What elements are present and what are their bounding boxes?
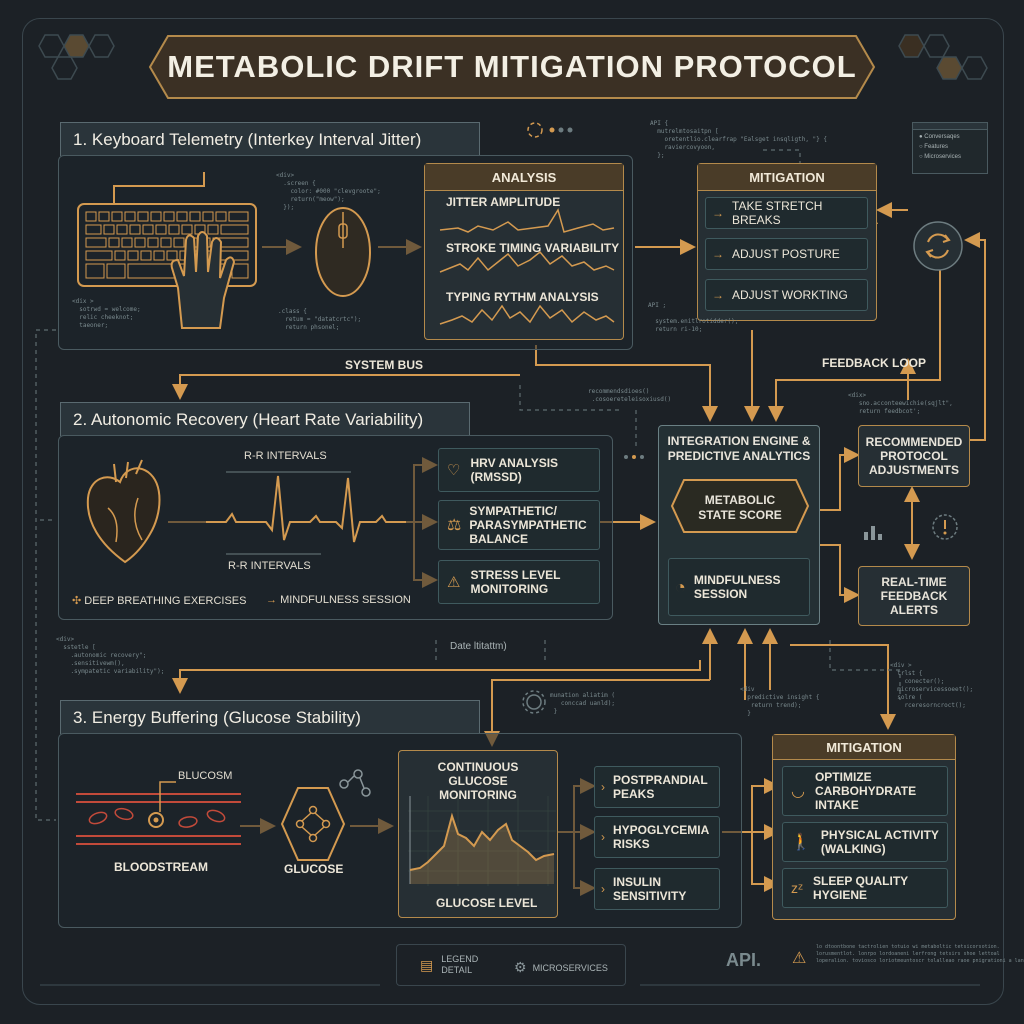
alert-circle-icon bbox=[932, 514, 958, 540]
code-snippet: <div> sstetle [ .autonomic recovery"; .s… bbox=[56, 636, 165, 675]
feedback-loop-label: FEEDBACK LOOP bbox=[822, 356, 927, 370]
mindfulness-action[interactable]: → MINDFULNESS SESSION bbox=[266, 594, 411, 606]
hexagon-decoration-right bbox=[898, 34, 988, 80]
code-snippet: lo dtoontbone tactrolien totuio wi metab… bbox=[816, 944, 1024, 964]
bloodstream-illustration bbox=[76, 781, 241, 845]
section1-heading: 1. Keyboard Telemetry (Interkey Interval… bbox=[60, 122, 480, 156]
hexagon-decoration-left bbox=[38, 34, 115, 80]
page-title: METABOLIC DRIFT MITIGATION PROTOCOL bbox=[167, 49, 857, 84]
mitigation-activity-item[interactable]: 🚶PHYSICAL ACTIVITY (WALKING) bbox=[782, 822, 948, 862]
stress-monitoring-item[interactable]: ⚠STRESS LEVEL MONITORING bbox=[438, 560, 600, 604]
food-bowl-icon: ◡ bbox=[791, 783, 805, 800]
analysis-row-rhythm: TYPING RYTHM ANALYSIS bbox=[446, 290, 599, 304]
code-snippet: munation aliatim ( conccad uanld); } bbox=[550, 692, 616, 715]
outer-frame bbox=[22, 18, 1004, 1005]
rr-interval-top-label: R-R INTERVALS bbox=[244, 450, 327, 462]
mitigation-item-posture[interactable]: →ADJUST POSTURE bbox=[705, 238, 868, 270]
jitter-waveforms bbox=[439, 208, 615, 325]
scale-icon: ⚖ bbox=[447, 517, 462, 534]
balance-item[interactable]: ⚖SYMPATHETIC/ PARASYMPATHETIC BALANCE bbox=[438, 500, 600, 550]
section3-heading: 3. Energy Buffering (Glucose Stability) bbox=[60, 700, 480, 734]
mitigation-item-working[interactable]: →ADJUST WORKTING bbox=[705, 279, 868, 311]
gear-icon bbox=[522, 690, 546, 714]
integration-engine-title: INTEGRATION ENGINE & PREDICTIVE ANALYTIC… bbox=[667, 434, 811, 463]
code-snippet: <div > trlst { conecter(); microservices… bbox=[890, 662, 974, 709]
api-label: API. bbox=[726, 950, 762, 970]
recommended-adjustments-box[interactable]: RECOMMENDED PROTOCOL ADJUSTMENTS bbox=[858, 425, 970, 487]
network-nodes-icon bbox=[339, 769, 371, 797]
hypoglycemia-risks-item[interactable]: ›HYPOGLYCEMIA RISKS bbox=[594, 816, 720, 858]
data-label: Date ltitattm) bbox=[450, 641, 507, 652]
legend-detail[interactable]: ▤ LEGEND DETAIL bbox=[420, 954, 479, 975]
cgm-caption: GLUCOSE LEVEL bbox=[436, 896, 538, 910]
document-icon: ▤ bbox=[420, 956, 434, 973]
system-bus-label: SYSTEM BUS bbox=[345, 358, 424, 372]
code-snippet: API { mutrelmtosaitpn [ oretentlio.clear… bbox=[650, 120, 828, 159]
arrow-icon: → bbox=[712, 288, 724, 302]
mitigation-item-stretch[interactable]: →TAKE STRETCH BREAKS bbox=[705, 197, 868, 229]
arrow-circle-icon: › bbox=[601, 882, 605, 896]
loading-dots-icon bbox=[527, 122, 573, 138]
metabolic-score-hexagon[interactable] bbox=[670, 478, 810, 534]
code-snippet: <div predictive insight { return trend);… bbox=[740, 686, 820, 717]
mitigation-title-3: MITIGATION bbox=[773, 735, 955, 760]
walking-person-icon: 🚶 bbox=[791, 834, 811, 851]
microservices-legend[interactable]: ⚙ MICROSERVICES bbox=[514, 959, 608, 975]
mitigation-carbohydrate-item[interactable]: ◡OPTIMIZE CARBOHYDRATE INTAKE bbox=[782, 766, 948, 816]
cgm-panel bbox=[398, 750, 558, 918]
insulin-sensitivity-item[interactable]: ›INSULIN SENSITIVITY bbox=[594, 868, 720, 910]
glucose-chart bbox=[408, 796, 556, 886]
glucose-label: GLUCOSE bbox=[284, 862, 344, 876]
heart-icon bbox=[86, 459, 161, 564]
postprandial-peaks-item[interactable]: ›POSTPRANDIAL PEAKS bbox=[594, 766, 720, 808]
mouse-icon bbox=[315, 207, 371, 297]
realtime-alerts-box[interactable]: REAL-TIME FEEDBACK ALERTS bbox=[858, 566, 970, 626]
code-snippet: .class { retum = "datatcrtc"); return ph… bbox=[278, 308, 362, 331]
glucose-molecule-icon bbox=[280, 787, 346, 861]
warning-icon: ⚠ bbox=[447, 574, 461, 591]
legend-box: ● Conversaqes ○ Features ○ Microservices bbox=[912, 122, 988, 174]
arrow-icon: → bbox=[266, 594, 281, 606]
title-banner: METABOLIC DRIFT MITIGATION PROTOCOL bbox=[148, 34, 876, 100]
head-brain-icon: ◔ bbox=[675, 576, 686, 597]
analysis-row-stroke: STROKE TIMING VARIABILITY bbox=[446, 241, 620, 255]
bar-chart-icon bbox=[864, 526, 882, 540]
warning-icon: ⚠ bbox=[792, 950, 807, 967]
code-snippet: API ; system.enitlrotidder(); return ri-… bbox=[648, 302, 739, 333]
code-snippet: <dix > sotrwd = welcome; relic cheeknot;… bbox=[72, 298, 141, 329]
hrv-analysis-item[interactable]: ♡HRV ANALYSIS (RMSSD) bbox=[438, 448, 600, 492]
deep-breathing-action[interactable]: ✣ DEEP BREATHING EXERCISES bbox=[72, 595, 247, 607]
arrow-icon: → bbox=[712, 206, 724, 220]
code-snippet: <div> .screen { color: #000 "clevgroote"… bbox=[276, 172, 381, 211]
analysis-title: ANALYSIS bbox=[425, 164, 623, 191]
gear-icon: ⚙ bbox=[514, 959, 527, 975]
refresh-icon[interactable] bbox=[912, 220, 964, 272]
ecg-waveform bbox=[206, 471, 406, 555]
mitigation-title-1: MITIGATION bbox=[698, 164, 876, 191]
engine-mindfulness-session[interactable]: ◔MINDFULNESS SESSION bbox=[668, 558, 810, 616]
blucosm-label: BLUCOSM bbox=[178, 770, 233, 782]
dots-icon bbox=[624, 455, 644, 459]
heart-pulse-icon: ♡ bbox=[447, 462, 461, 479]
arrow-icon: → bbox=[712, 247, 724, 261]
rr-interval-bottom-label: R-R INTERVALS bbox=[228, 560, 311, 572]
section2-heading: 2. Autonomic Recovery (Heart Rate Variab… bbox=[60, 402, 470, 436]
bloodstream-label: BLOODSTREAM bbox=[114, 860, 208, 874]
move-arrows-icon: ✣ bbox=[72, 595, 85, 607]
footer-legend-bar bbox=[396, 944, 626, 986]
arrow-circle-icon: › bbox=[601, 780, 605, 794]
analysis-row-jitter: JITTER AMPLITUDE bbox=[446, 195, 561, 209]
analysis-panel: ANALYSIS bbox=[424, 163, 624, 340]
sleep-bed-icon: zᶻ bbox=[791, 880, 804, 896]
cgm-title: CONTINUOUS GLUCOSE MONITORING bbox=[437, 760, 519, 802]
code-snippet: <dix> sno.acconteewichie(sqjlt", return … bbox=[848, 392, 953, 415]
arrow-circle-icon: › bbox=[601, 830, 605, 844]
keyboard-icon bbox=[77, 172, 257, 329]
metabolic-score-label: METABOLIC STATE SCORE bbox=[698, 493, 782, 522]
code-snippet: recommendsdioes() .cosoereteleisoxiusd() bbox=[588, 388, 672, 403]
